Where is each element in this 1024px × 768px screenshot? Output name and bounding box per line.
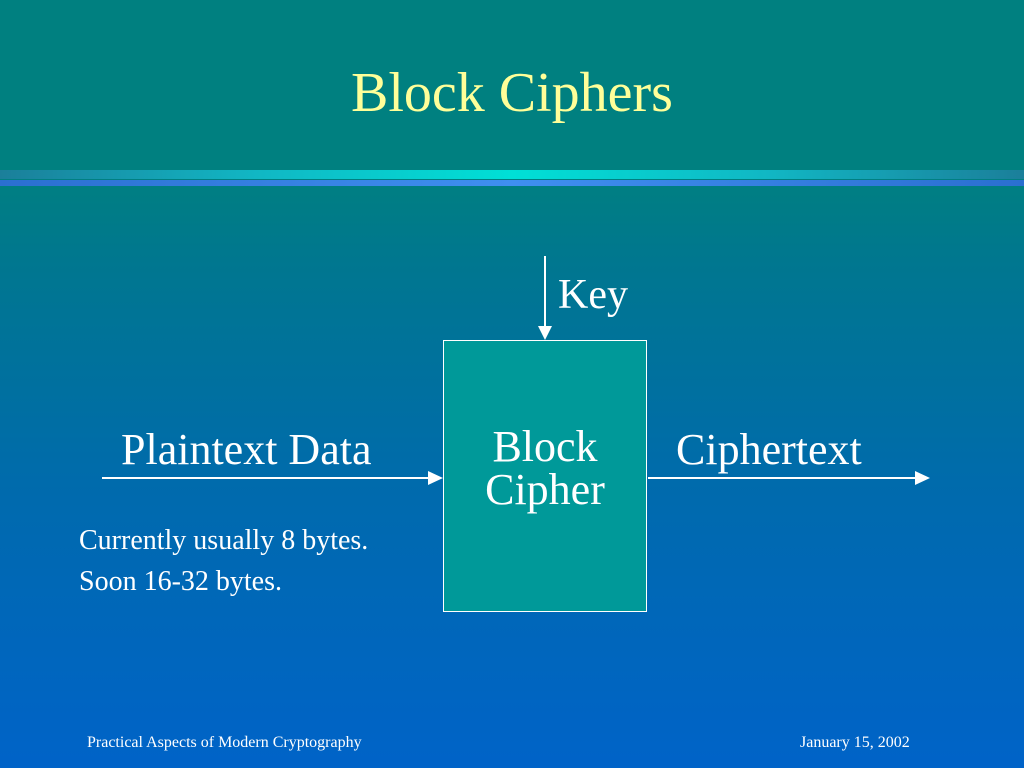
block-cipher-box: Block Cipher (443, 340, 647, 612)
slide-title: Block Ciphers (351, 62, 673, 124)
key-arrow-head (538, 326, 552, 340)
block-cipher-label-line1: Block (492, 422, 598, 471)
title-divider-top (0, 170, 1024, 179)
input-arrow-head (428, 471, 443, 485)
block-size-note-line2: Soon 16-32 bytes. (79, 566, 282, 597)
block-size-note-line1: Currently usually 8 bytes. (79, 525, 369, 556)
title-divider-bottom (0, 180, 1024, 186)
ciphertext-label: Ciphertext (676, 425, 862, 474)
footer-course-title: Practical Aspects of Modern Cryptography (87, 734, 362, 751)
plaintext-label: Plaintext Data (121, 425, 372, 474)
block-cipher-label-line2: Cipher (485, 465, 605, 514)
block-size-note: Currently usually 8 bytes. Soon 16-32 by… (79, 520, 368, 602)
block-cipher-label: Block Cipher (444, 422, 646, 514)
footer-date: January 15, 2002 (800, 734, 910, 751)
output-arrow-head (915, 471, 930, 485)
key-label: Key (558, 272, 628, 318)
